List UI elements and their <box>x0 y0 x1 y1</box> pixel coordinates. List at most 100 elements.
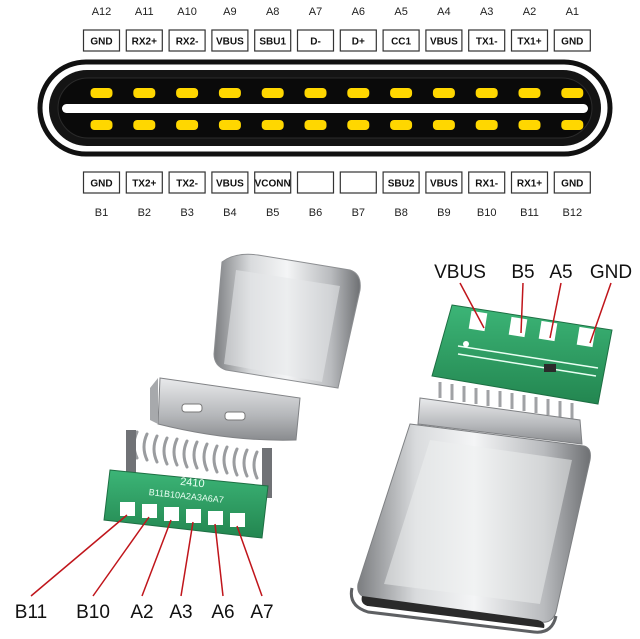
signal-label-a5: CC1 <box>391 37 411 48</box>
contact-a12 <box>90 88 113 98</box>
pin-code-a3: A3 <box>480 6 493 18</box>
pin-code-b7: B7 <box>352 207 365 219</box>
receptacle-shell <box>37 59 613 157</box>
signal-label-a11: RX2+ <box>132 37 157 48</box>
contact-a10 <box>176 88 199 98</box>
right-plug-illustration <box>349 304 613 634</box>
signal-box-a5 <box>382 29 420 52</box>
pin-code-b10: B10 <box>477 207 497 219</box>
contact-b6 <box>347 120 370 130</box>
callout-label-a2: A2 <box>130 602 153 623</box>
contact-b11 <box>133 120 156 130</box>
pin-code-b5: B5 <box>266 207 279 219</box>
callout-line-a7 <box>236 525 263 597</box>
pin-code-b11: B11 <box>520 207 539 219</box>
contact-b1 <box>561 120 584 130</box>
callout-line-a3 <box>180 521 194 597</box>
contact-b9 <box>218 120 241 130</box>
pin-code-a1: A1 <box>566 6 579 18</box>
pin-code-a6: A6 <box>352 6 365 18</box>
contact-b5 <box>390 120 413 130</box>
signal-label-b11: RX1+ <box>517 179 542 190</box>
tongue <box>62 104 588 113</box>
signal-box-b1 <box>82 171 121 194</box>
signal-label-a8: SBU1 <box>259 37 286 48</box>
signal-box-b9 <box>425 171 463 194</box>
signal-label-b2: TX2+ <box>132 179 156 190</box>
pin-code-b8: B8 <box>394 207 407 219</box>
signal-box-a10 <box>168 29 206 52</box>
contact-a8 <box>261 88 284 98</box>
callout-label-b10: B10 <box>76 602 110 623</box>
signal-label-b9: VBUS <box>430 179 458 190</box>
callout-line-a5 <box>549 282 562 339</box>
signal-box-b11 <box>510 171 549 194</box>
pin-code-b3: B3 <box>180 207 193 219</box>
contact-a5 <box>390 88 413 98</box>
callout-label-a7: A7 <box>250 602 273 623</box>
callout-label-a5: A5 <box>549 262 572 283</box>
signal-label-a3: TX1- <box>476 37 498 48</box>
contact-b10 <box>176 120 199 130</box>
contact-b4 <box>432 120 455 130</box>
signal-box-b7 <box>339 171 377 194</box>
contact-a1 <box>561 88 584 98</box>
pin-code-b6: B6 <box>309 207 322 219</box>
pin-code-b2: B2 <box>138 207 151 219</box>
pin-code-b12: B12 <box>563 207 583 219</box>
callout-label-gnd: GND <box>590 262 632 283</box>
signal-label-b5: VCONN <box>255 179 291 190</box>
contact-b3 <box>475 120 498 130</box>
callout-line-vbus <box>459 282 485 329</box>
pin-code-a12: A12 <box>92 6 112 18</box>
signal-label-a9: VBUS <box>216 37 244 48</box>
pin-code-a4: A4 <box>437 6 450 18</box>
signal-box-b2 <box>125 171 163 194</box>
contact-b2 <box>518 120 541 130</box>
signal-box-b8 <box>382 171 420 194</box>
signal-box-a11 <box>125 29 163 52</box>
contact-a11 <box>133 88 156 98</box>
pin-code-a7: A7 <box>309 6 322 18</box>
contact-a4 <box>432 88 455 98</box>
signal-label-a12: GND <box>90 37 112 48</box>
signal-box-b12 <box>553 171 591 194</box>
pcb-marking: 2410 <box>180 476 206 490</box>
contact-a2 <box>518 88 541 98</box>
signal-label-a1: GND <box>561 37 583 48</box>
signal-box-b10 <box>468 171 506 194</box>
contact-b12 <box>90 120 113 130</box>
callout-label-b5: B5 <box>511 262 534 283</box>
signal-label-a7: D- <box>310 37 321 48</box>
pin-code-b1: B1 <box>95 207 108 219</box>
callout-line-gnd <box>589 282 612 344</box>
callout-label-vbus: VBUS <box>434 262 486 283</box>
signal-label-b12: GND <box>561 179 583 190</box>
signal-label-b8: SBU2 <box>388 179 415 190</box>
callout-line-b11 <box>30 514 128 597</box>
pin-code-b4: B4 <box>223 207 236 219</box>
signal-box-a8 <box>254 29 292 52</box>
signal-box-a12 <box>82 29 121 52</box>
pin-code-a10: A10 <box>177 6 197 18</box>
pin-code-a8: A8 <box>266 6 279 18</box>
signal-label-b1: GND <box>90 179 112 190</box>
pin-code-a11: A11 <box>135 6 154 18</box>
signal-box-a9 <box>211 29 249 52</box>
signal-box-b6 <box>296 171 335 194</box>
signal-label-b10: RX1- <box>475 179 498 190</box>
signal-box-b3 <box>168 171 206 194</box>
callout-line-a6 <box>214 523 224 597</box>
signal-label-a4: VBUS <box>430 37 458 48</box>
signal-box-a4 <box>425 29 463 52</box>
callout-line-b10 <box>92 516 150 597</box>
right-callout-labels: VBUS B5 A5 GND <box>434 262 632 283</box>
pin-code-a2: A2 <box>523 6 536 18</box>
pin-code-a5: A5 <box>394 6 407 18</box>
signal-box-a3 <box>468 29 506 52</box>
signal-box-a2 <box>510 29 549 52</box>
